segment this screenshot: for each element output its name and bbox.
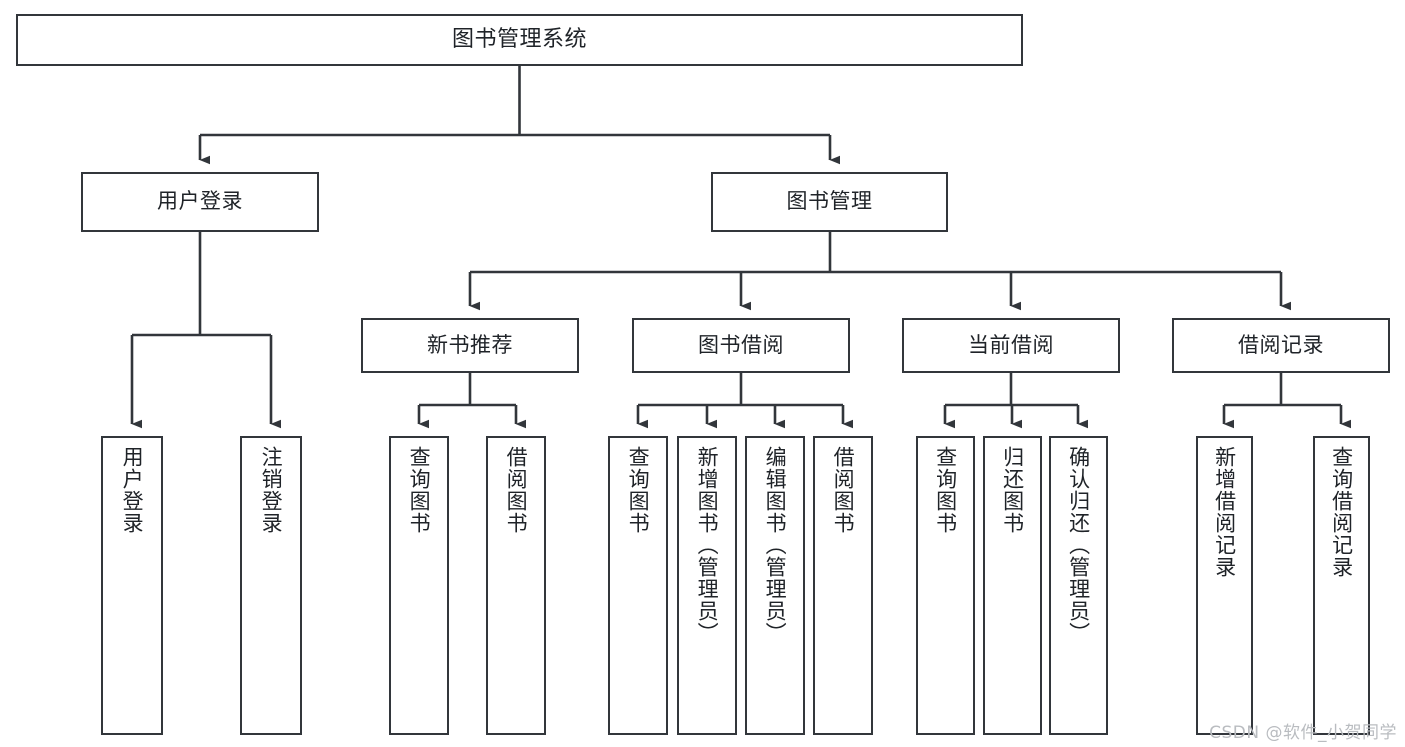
leaf-edit-book-admin[interactable]: 编辑图书（管理员） bbox=[745, 436, 805, 735]
node-new-book-recommend-label: 新书推荐 bbox=[427, 332, 513, 357]
leaf-return-book-label: 归还图书 bbox=[1000, 446, 1025, 534]
node-book-management-label: 图书管理 bbox=[786, 189, 873, 214]
node-root-label: 图书管理系统 bbox=[451, 26, 587, 52]
leaf-confirm-return-admin[interactable]: 确认归还（管理员） bbox=[1049, 436, 1108, 735]
leaf-borrow-book-recommend[interactable]: 借阅图书 bbox=[486, 436, 546, 735]
node-user-login[interactable]: 用户登录 bbox=[81, 172, 319, 232]
node-borrow-records-label: 借阅记录 bbox=[1238, 332, 1324, 357]
watermark: CSDN @软件_小贺同学 bbox=[1209, 723, 1397, 743]
leaf-add-book-admin-label: 新增图书（管理员） bbox=[695, 446, 720, 644]
node-book-borrow-label: 图书借阅 bbox=[698, 332, 784, 357]
node-book-borrow[interactable]: 图书借阅 bbox=[632, 318, 850, 373]
leaf-user-login[interactable]: 用户登录 bbox=[101, 436, 163, 735]
leaf-logout-label: 注销登录 bbox=[259, 446, 284, 534]
leaf-add-borrow-record[interactable]: 新增借阅记录 bbox=[1196, 436, 1253, 735]
node-borrow-records[interactable]: 借阅记录 bbox=[1172, 318, 1390, 373]
node-book-management[interactable]: 图书管理 bbox=[711, 172, 948, 232]
node-current-borrow-label: 当前借阅 bbox=[968, 332, 1054, 357]
leaf-query-book-recommend[interactable]: 查询图书 bbox=[389, 436, 449, 735]
node-user-login-label: 用户登录 bbox=[157, 189, 243, 214]
leaf-query-book-borrow-label: 查询图书 bbox=[626, 446, 651, 534]
node-new-book-recommend[interactable]: 新书推荐 bbox=[361, 318, 579, 373]
leaf-query-book-borrow[interactable]: 查询图书 bbox=[608, 436, 668, 735]
leaf-query-borrow-record-label: 查询借阅记录 bbox=[1329, 446, 1354, 578]
leaf-query-book-current-label: 查询图书 bbox=[933, 446, 958, 534]
leaf-edit-book-admin-label: 编辑图书（管理员） bbox=[763, 446, 788, 644]
leaf-borrow-book-recommend-label: 借阅图书 bbox=[504, 446, 529, 534]
leaf-query-borrow-record[interactable]: 查询借阅记录 bbox=[1313, 436, 1370, 735]
node-current-borrow[interactable]: 当前借阅 bbox=[902, 318, 1120, 373]
leaf-logout[interactable]: 注销登录 bbox=[240, 436, 302, 735]
leaf-confirm-return-admin-label: 确认归还（管理员） bbox=[1066, 446, 1091, 644]
leaf-add-book-admin[interactable]: 新增图书（管理员） bbox=[677, 436, 737, 735]
leaf-user-login-label: 用户登录 bbox=[120, 446, 145, 534]
leaf-query-book-current[interactable]: 查询图书 bbox=[916, 436, 975, 735]
leaf-add-borrow-record-label: 新增借阅记录 bbox=[1212, 446, 1237, 578]
node-root[interactable]: 图书管理系统 bbox=[16, 14, 1023, 66]
leaf-return-book[interactable]: 归还图书 bbox=[983, 436, 1042, 735]
leaf-borrow-book[interactable]: 借阅图书 bbox=[813, 436, 873, 735]
leaf-borrow-book-label: 借阅图书 bbox=[831, 446, 856, 534]
leaf-query-book-recommend-label: 查询图书 bbox=[407, 446, 432, 534]
